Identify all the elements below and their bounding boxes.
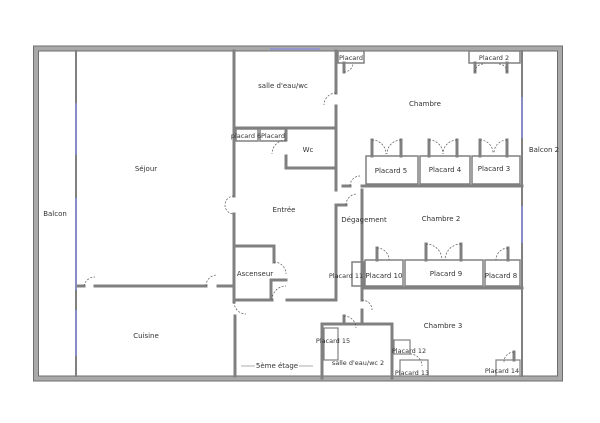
room-label-placard-3: Placard 3 xyxy=(478,165,510,173)
room-label-sejour: Séjour xyxy=(135,165,157,173)
room-label-wc: Wc xyxy=(303,146,314,154)
room-label-placard: Placard xyxy=(261,132,285,140)
floor-label-group: 5ème étage xyxy=(241,362,313,370)
room-label-salle-eau-wc: salle d'eau/wc xyxy=(258,82,308,90)
room-label-placard-5: Placard 5 xyxy=(375,167,407,175)
room-label-placard-14: Placard 14 xyxy=(485,367,519,375)
room-label-degagement: Dégagement xyxy=(341,216,387,224)
room-labels: Balcon Séjour Cuisine salle d'eau/wc pla… xyxy=(43,54,559,377)
room-label-ascenseur: Ascenseur xyxy=(237,270,273,278)
door-swings xyxy=(83,62,515,367)
interior-walls xyxy=(76,48,524,380)
room-label-entree: Entrée xyxy=(273,206,296,214)
outer-walls xyxy=(33,45,563,382)
room-label-placard-9: Placard 9 xyxy=(430,270,462,278)
room-label-placard-13: Placard 13 xyxy=(395,369,429,377)
room-label-salle-eau-wc-2: salle d'eau/wc 2 xyxy=(332,359,384,367)
room-label-cuisine: Cuisine xyxy=(133,332,159,340)
room-label-placard-10: Placard 10 xyxy=(366,272,403,280)
room-label-chambre-3: Chambre 3 xyxy=(424,322,463,330)
room-label-placard-top: Placard xyxy=(339,54,363,62)
room-label-placard-11: Placard 11 xyxy=(329,272,363,280)
room-label-placard-2: Placard 2 xyxy=(479,54,509,62)
room-label-placard-12: Placard 12 xyxy=(392,347,426,355)
room-label-placard-6: placard 6 xyxy=(231,132,261,140)
room-label-placard-8: Placard 8 xyxy=(485,272,517,280)
room-label-chambre-2: Chambre 2 xyxy=(422,215,461,223)
floor-label: 5ème étage xyxy=(256,362,298,370)
room-label-placard-15: Placard 15 xyxy=(316,337,350,345)
room-label-placard-4: Placard 4 xyxy=(429,166,462,174)
room-label-balcon-2: Balcon 2 xyxy=(529,146,559,154)
room-label-chambre: Chambre xyxy=(409,100,441,108)
room-label-balcon: Balcon xyxy=(43,210,67,218)
